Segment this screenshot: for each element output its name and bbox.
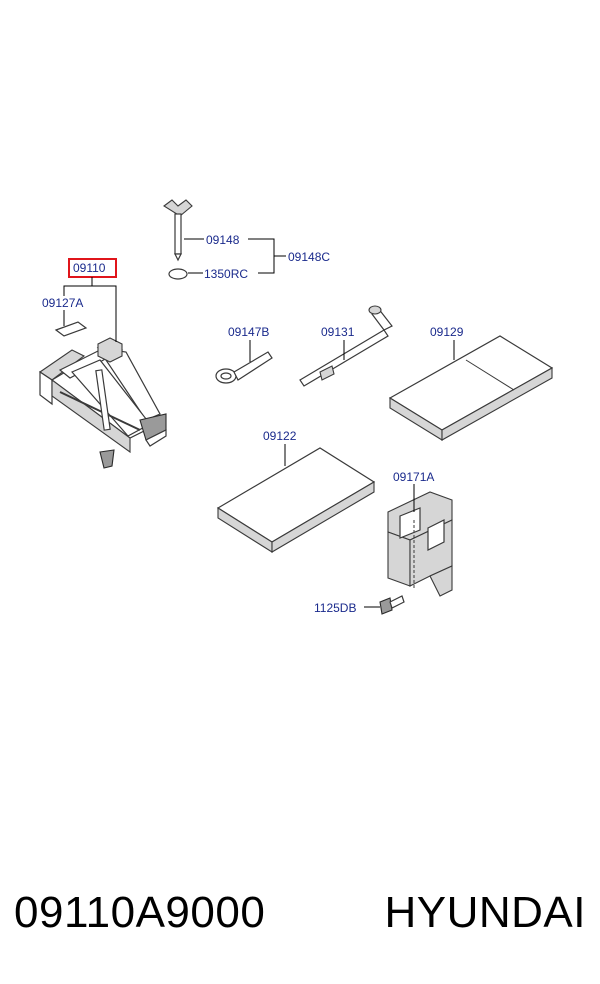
callout-label-1125DB[interactable]: 1125DB xyxy=(314,601,356,615)
callout-label-09147B[interactable]: 09147B xyxy=(228,325,269,339)
flange-bolt[interactable] xyxy=(379,595,405,615)
callout-label-09148[interactable]: 09148 xyxy=(206,233,240,247)
callout-label-09148C[interactable]: 09148C xyxy=(288,250,330,264)
callout-label-09110: 09110 xyxy=(73,261,106,275)
part-number: 09110A9000 xyxy=(14,888,266,937)
callout-label-09171A[interactable]: 09171A xyxy=(393,470,434,484)
washer[interactable] xyxy=(168,268,188,280)
luggage-board[interactable] xyxy=(216,447,376,553)
brand-name: HYUNDAI xyxy=(384,888,586,937)
mounting-bracket[interactable] xyxy=(387,491,453,597)
parts-diagram: 09110 09127A 09148 1350RC 09148C 09147B … xyxy=(39,199,554,615)
callout-label-09122[interactable]: 09122 xyxy=(263,429,297,443)
product-footer: 09110A9000 HYUNDAI xyxy=(0,878,600,948)
callout-label-09127A[interactable]: 09127A xyxy=(42,296,83,310)
jack-assembly[interactable] xyxy=(39,337,167,469)
callout-label-09129[interactable]: 09129 xyxy=(430,325,464,339)
callout-label-1350RC[interactable]: 1350RC xyxy=(204,267,248,281)
tool-case[interactable] xyxy=(388,335,554,441)
label-sticker[interactable] xyxy=(54,321,88,337)
wing-bolt[interactable] xyxy=(163,199,193,262)
callout-09110[interactable]: 09110 xyxy=(68,258,117,278)
tow-hook[interactable] xyxy=(215,351,273,384)
callout-label-09131[interactable]: 09131 xyxy=(321,325,355,339)
wheel-wrench[interactable] xyxy=(299,305,393,387)
